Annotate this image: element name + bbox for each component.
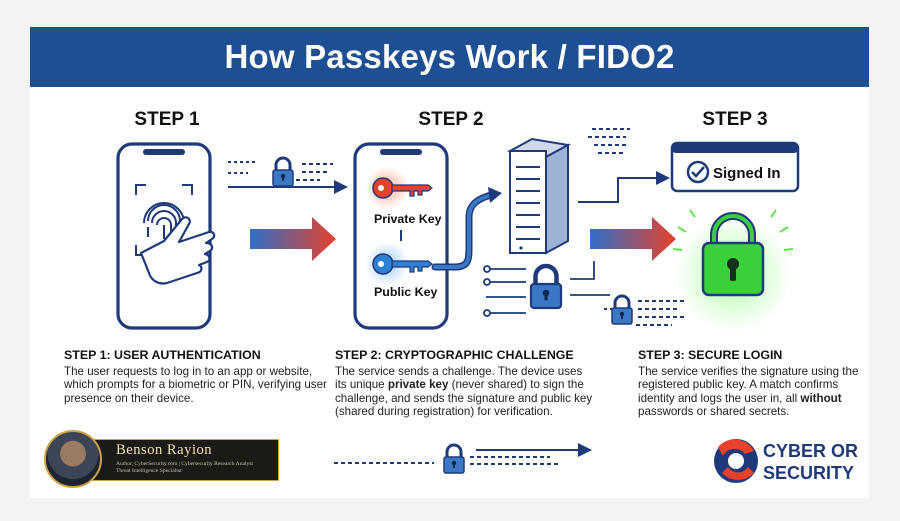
step-2-title: STEP 2 (418, 109, 484, 130)
logo-line-2: SECURITY (763, 463, 855, 483)
circuit-lines (483, 261, 610, 317)
author-role: Author, CyberSecurity.com | Cybersecurit… (116, 461, 254, 467)
infographic-card: How Passkeys Work / FIDO2 STEP 1 STEP 2 … (30, 27, 869, 498)
author-badge: Benson Rayion Author, CyberSecurity.com … (44, 430, 280, 488)
check-icon (691, 166, 705, 178)
step-3-heading: STEP 3: SECURE LOGIN (638, 348, 783, 362)
flow-arrow-1 (250, 217, 336, 261)
public-key-label: Public Key (374, 285, 437, 299)
key-icon (372, 253, 433, 275)
data-stream-1 (228, 161, 348, 194)
step-3-description: STEP 3: SECURE LOGIN The service verifie… (638, 348, 862, 419)
lock-icon (531, 266, 561, 308)
flow-arrow-2 (590, 217, 676, 261)
lock-icon (442, 443, 466, 475)
step-3-body-a: The service verifies the signature using… (638, 364, 859, 405)
step-3-title: STEP 3 (702, 109, 768, 130)
step-2-heading: STEP 2: CRYPTOGRAPHIC CHALLENGE (335, 348, 574, 362)
padlock-icon (701, 212, 765, 297)
step-2-body-a: The service sends a challenge. The devic… (335, 364, 583, 392)
step-2-description: STEP 2: CRYPTOGRAPHIC CHALLENGE The serv… (335, 348, 597, 419)
glow-rays (672, 209, 794, 251)
step-1-title: STEP 1 (134, 109, 200, 130)
step-3-body-b: without (800, 391, 842, 405)
avatar (44, 430, 102, 488)
lock-icon (271, 156, 295, 188)
step-1-description: STEP 1: USER AUTHENTICATION The user req… (64, 348, 332, 405)
step-1-heading: STEP 1: USER AUTHENTICATION (64, 348, 261, 362)
server-icon (506, 137, 572, 255)
signed-in-window (670, 141, 800, 193)
diagram-art: Private Key Public Key (116, 128, 800, 483)
title-banner: How Passkeys Work / FIDO2 (30, 27, 869, 87)
step-2-body-b: private key (387, 378, 449, 392)
hand-icon (139, 216, 216, 285)
step-1-body: The user requests to log in to an app or… (64, 364, 327, 405)
logo-line-1: CYBER OR (763, 441, 859, 461)
step-3-body-c: passwords or shared secrets. (638, 405, 790, 419)
author-name: Benson Rayion (116, 442, 213, 458)
data-stream-bottom (334, 443, 592, 465)
data-stream-2 (588, 128, 630, 154)
private-key-label: Private Key (374, 212, 442, 226)
signed-in-label: Signed In (713, 165, 781, 182)
key-icon (372, 177, 433, 199)
author-plate: Benson Rayion Author, CyberSecurity.com … (72, 439, 279, 481)
lock-icon (610, 294, 634, 326)
logo-icon (714, 439, 758, 483)
step-2-body-c: (never shared) to sign the challenge, an… (335, 378, 593, 419)
author-role-2: Threat Intelligence Specialist (116, 468, 182, 474)
page-title: How Passkeys Work / FIDO2 (224, 38, 675, 75)
